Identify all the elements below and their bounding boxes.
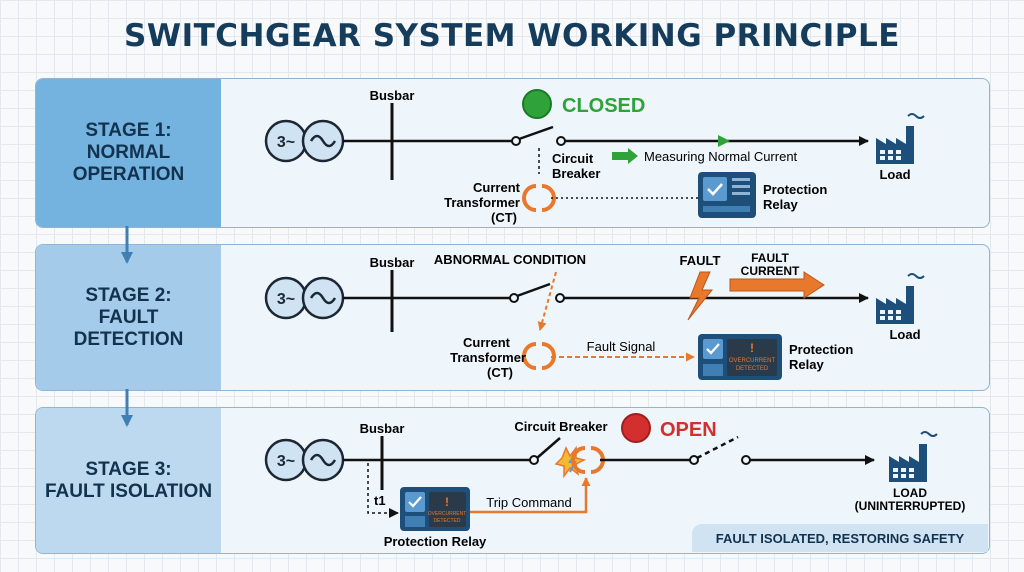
stage-3-contact-left <box>689 455 699 465</box>
stage-2-circuit-breaker <box>509 282 565 303</box>
stage-2-relay-label-1: Protection <box>789 342 853 357</box>
relay-screen-text-1: OVERCURRENT <box>428 511 467 517</box>
warning-icon: ! <box>445 495 449 509</box>
warning-icon: ! <box>750 341 754 355</box>
stage-3-relay-label: Protection Relay <box>384 534 487 549</box>
stage-1-state: CLOSED <box>562 95 645 117</box>
current-flow-icon <box>718 135 730 147</box>
stage-2-relay-icon: ! OVERCURRENT DETECTED <box>698 334 782 380</box>
stage-1-relay-label-1: Protection <box>763 182 827 197</box>
stage-2-fault-current-2: CURRENT <box>741 264 800 278</box>
generator-symbol: 3~ <box>277 453 295 470</box>
stage-3-load-label-2: (UNINTERRUPTED) <box>855 499 966 513</box>
stage-1-ct-label-3: (CT) <box>491 210 517 225</box>
stage-2-ct-label-2: Transformer <box>450 350 526 365</box>
stage-2-fault-current-1: FAULT <box>751 251 789 265</box>
stage-3-circuit-breaker <box>529 437 561 465</box>
stage-2-panel: STAGE 2: FAULT DETECTION <box>35 244 990 391</box>
stage-3-generator: 3~ <box>264 438 345 482</box>
stage-2-ct-icon <box>522 342 556 370</box>
stage-2-condition: ABNORMAL CONDITION <box>434 252 586 267</box>
stage-3-trip-label: Trip Command <box>486 495 571 510</box>
lightning-icon <box>687 271 714 321</box>
status-badge: FAULT ISOLATED, RESTORING SAFETY <box>692 524 988 552</box>
stage-1-ct-label-2: Transformer <box>444 195 520 210</box>
stage-1-relay-label-2: Relay <box>763 197 798 212</box>
open-status-icon <box>621 413 651 443</box>
stage-2-fault-label: FAULT <box>680 253 721 268</box>
stage-1-generator: 3~ <box>264 119 345 163</box>
stage-3-state: OPEN <box>660 419 717 441</box>
stage-1-breaker-label-1: Circuit <box>552 151 594 166</box>
closed-status-icon <box>522 89 552 119</box>
relay-screen-text-2: DETECTED <box>736 366 769 372</box>
relay-screen-text-2: DETECTED <box>434 518 461 524</box>
stage-1-load-icon <box>875 113 925 165</box>
stage-3-label: STAGE 3: FAULT ISOLATION <box>36 408 221 553</box>
stage-2-load-icon <box>875 273 925 325</box>
ac-wave-icon <box>309 453 337 467</box>
ac-wave-icon <box>309 134 337 148</box>
ac-wave-icon <box>309 291 337 305</box>
stage-1-busbar-label: Busbar <box>370 88 415 103</box>
stage-2-condition-arrow <box>537 271 557 331</box>
stage-2-generator: 3~ <box>264 276 345 320</box>
measuring-arrow-icon <box>612 148 638 164</box>
stage-1-panel: STAGE 1: NORMAL OPERATION <box>35 78 990 228</box>
stage-3-time-line <box>367 463 399 518</box>
generator-symbol: 3~ <box>277 134 295 151</box>
stage-2-relay-label-2: Relay <box>789 357 824 372</box>
stage-1-label: STAGE 1: NORMAL OPERATION <box>36 79 221 227</box>
stage-2-busbar-label: Busbar <box>370 255 415 270</box>
stage-3-breaker-label: Circuit Breaker <box>514 419 607 434</box>
stage-3-time-label: t1 <box>374 493 386 508</box>
stage-2-label: STAGE 2: FAULT DETECTION <box>36 245 221 390</box>
stage-2-signal-label: Fault Signal <box>587 339 656 354</box>
page-title: SWITCHGEAR SYSTEM WORKING PRINCIPLE <box>124 18 900 54</box>
stage-2-ct-label-3: (CT) <box>487 365 513 380</box>
stage-3-load-label-1: LOAD <box>893 486 927 500</box>
fault-current-arrow-icon <box>729 271 825 299</box>
relay-screen-text-1: OVERCURRENT <box>729 358 776 364</box>
generator-symbol: 3~ <box>277 291 295 308</box>
stage-1-circuit-breaker <box>511 125 566 146</box>
stage-1-measuring-label: Measuring Normal Current <box>644 149 798 164</box>
stage-2-ct-label-1: Current <box>463 335 511 350</box>
stage-3-contact-right <box>741 455 751 465</box>
stage-2-load-label: Load <box>889 327 920 342</box>
stage-1-relay-icon <box>698 172 756 218</box>
stage-3-relay-icon: ! OVERCURRENT DETECTED <box>400 487 470 531</box>
stage-3-load-icon <box>888 431 938 483</box>
stage-1-load-label: Load <box>879 167 910 182</box>
stage-3-isolator-blade <box>696 435 739 460</box>
stage-3-busbar-label: Busbar <box>360 421 405 436</box>
stage-3-panel: STAGE 3: FAULT ISOLATION <box>35 407 990 554</box>
stage-1-ct-icon <box>522 184 556 212</box>
stage-3-trip-line <box>470 477 591 514</box>
stage-1-ct-label-1: Current <box>473 180 521 195</box>
stage-1-breaker-label-2: Breaker <box>552 166 600 181</box>
